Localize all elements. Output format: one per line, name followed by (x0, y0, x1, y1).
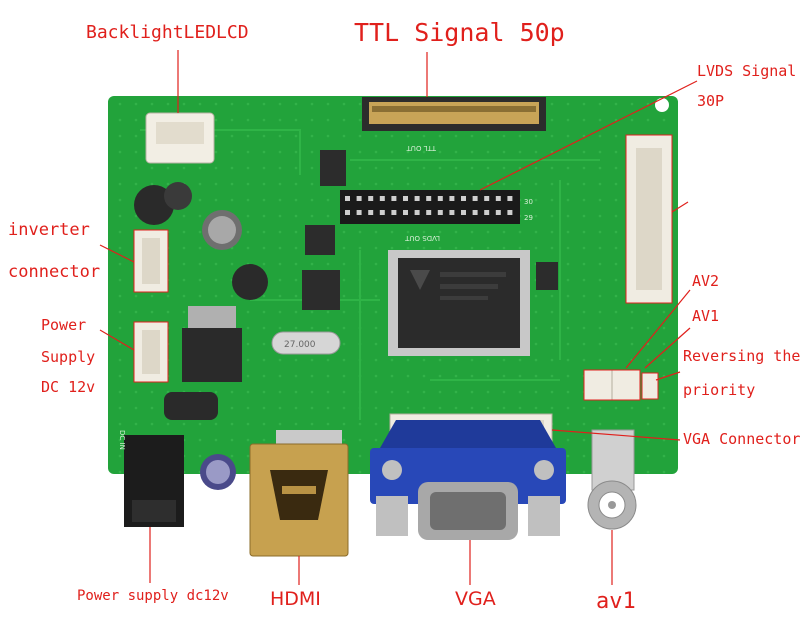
label-power-supply-dc12v: Power supply dc12v (77, 588, 229, 604)
header-pin (507, 210, 513, 215)
header-pin (437, 210, 443, 215)
label-priority: priority (683, 381, 756, 399)
header-pin (472, 210, 478, 215)
smd-ic-3 (302, 270, 340, 310)
label-vga-connector: VGA Connector (683, 430, 800, 448)
label-reversing: Reversing the (683, 347, 800, 365)
header-pin (391, 210, 397, 215)
hdmi-port (249, 430, 349, 557)
header-pin (403, 196, 408, 201)
priority-connector (641, 372, 659, 400)
inductor-4 (164, 392, 218, 420)
silk-pin-30: 30 (524, 198, 533, 206)
label-inverter: inverter (8, 220, 90, 240)
label-power-supply: Supply (41, 348, 96, 366)
smd-ic-4 (536, 262, 558, 290)
header-pin (356, 210, 362, 215)
silk-dc-in: DC IN (118, 430, 126, 450)
capacitor-2-top (206, 460, 230, 484)
header-pin (356, 196, 362, 201)
header-pin (461, 196, 466, 201)
header-pin (437, 196, 443, 201)
lvds-pin-header (340, 190, 520, 224)
label-av1: AV1 (692, 307, 720, 325)
vga-port (370, 420, 566, 540)
power-connector (133, 321, 169, 383)
header-pin (379, 210, 385, 215)
label-hdmi: HDMI (270, 588, 321, 610)
label-lvds-30p: 30P (697, 92, 725, 110)
dc-jack (124, 435, 184, 527)
header-pin (495, 210, 501, 215)
header-pin (426, 210, 432, 215)
label-av2: AV2 (692, 272, 720, 290)
header-pin (368, 210, 374, 215)
header-pin (449, 210, 455, 215)
header-pin (461, 210, 466, 215)
header-pin (379, 196, 385, 201)
header-pin (345, 210, 350, 215)
label-power-dc12v: DC 12v (41, 378, 96, 396)
label-lvds-signal: LVDS Signal (697, 62, 797, 80)
header-pin (484, 210, 490, 215)
main-ic (388, 250, 530, 356)
header-pin (403, 210, 408, 215)
label-vga: VGA (455, 588, 496, 610)
voltage-regulator (182, 306, 242, 382)
header-pin (507, 196, 513, 201)
lvds-pins (345, 196, 513, 215)
silk-lvds-out: LVDS OUT (404, 234, 440, 242)
header-pin (414, 210, 420, 215)
mount-hole (655, 98, 669, 112)
capacitor-1-top (208, 216, 236, 244)
silk-pin-29: 29 (524, 214, 533, 222)
pointer-lines (99, 50, 698, 585)
header-pin (495, 196, 501, 201)
inverter-connector (133, 229, 169, 293)
header-pin (414, 196, 420, 201)
lvds-side-connector (625, 134, 673, 304)
backlight-connector (145, 112, 215, 164)
header-pin (472, 196, 478, 201)
inductor-3 (232, 264, 268, 300)
inductor-1 (134, 185, 174, 225)
header-pin (391, 196, 397, 201)
rca-av1-jack (587, 429, 637, 530)
smd-ic-2 (305, 225, 335, 255)
smd-ic-1 (320, 150, 346, 186)
av1-connector (611, 369, 641, 401)
header-pin (368, 196, 374, 201)
header-pin (426, 196, 432, 201)
ttl-connector (362, 97, 546, 131)
crystal-label: 27.000 (284, 340, 316, 350)
label-ttl-signal: TTL Signal 50p (354, 18, 565, 47)
highlight-boxes (133, 134, 673, 401)
silk-ttl-out: TTL OUT (406, 144, 437, 152)
av2-connector (583, 369, 613, 401)
crystal (271, 331, 341, 355)
header-pin (345, 196, 350, 201)
label-inverter-connector: connector (8, 262, 101, 282)
label-backlight: BacklightLEDLCD (86, 22, 249, 43)
label-power: Power (41, 316, 87, 334)
inductor-2 (164, 182, 192, 210)
header-pin (484, 196, 490, 201)
label-av1-bottom: av1 (596, 589, 636, 614)
header-pin (449, 196, 455, 201)
